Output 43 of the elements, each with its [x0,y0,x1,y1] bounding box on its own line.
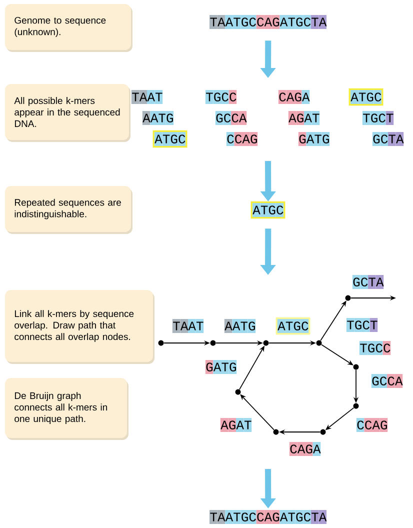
graph-vertex [263,340,269,346]
edge-label: TGCT [346,318,378,332]
sequence-strip: TAATGCCAGATGCTA [210,15,327,29]
edge-label: GCTA [352,275,384,289]
kmer-tile: TAAT [131,90,163,104]
sequence-strip: TAATGCCAGATGCTA [210,510,327,524]
kmer-tile: CAGA [278,90,310,104]
edge-label: AGAT [220,418,252,432]
kmer-tile: GCCA [215,111,247,125]
kmer-tile: ATGC [152,130,188,148]
kmer-tile: AGAT [288,111,320,125]
kmer-tile: TGCT [362,111,394,125]
graph-vertex [210,340,216,346]
graph-vertex [158,340,164,346]
note-box: Link all k-mers by sequence overlap. Draw path that connects all overlap nodes. [5,290,154,364]
graph-vertex [235,389,241,395]
node-label: TAATGCCAGATGCTA [210,512,327,522]
note-box: De Bruijn graph connects all k-mers in one unique path. [5,378,128,440]
graph-vertex [320,429,326,435]
kmer-tile: ATGC [348,88,384,106]
graph-vertex [273,429,279,435]
graph-vertex [316,340,322,346]
kmer-tile: ATGC [250,201,286,219]
note-box: Repeated sequences are indistinguishable. [5,186,132,234]
edge-label: TAAT [172,319,204,333]
edge-label: CAGA [289,442,321,456]
kmer-tile: GCTA [372,132,404,146]
graph-vertex [345,295,351,301]
edge-label: ATGC [276,317,310,335]
kmer-tile: CCAG [226,132,258,146]
graph-vertex [353,403,359,409]
note-box: All possible k-mers appear in the sequenced DNA. [5,84,130,142]
edge-label: TGCC [359,341,391,355]
node-label: TAATGCCAGATGCTA [210,18,327,26]
edge-label: CCAG [356,418,388,432]
edge-label: GATG [205,360,237,374]
note-box: Genome to sequence (unknown). [5,4,132,52]
kmer-tile: AATG [142,111,174,125]
edge-label: AATG [224,319,256,333]
edge-label: GCCA [371,374,403,388]
kmer-tile: GATG [298,132,330,146]
graph-vertex [353,364,359,370]
kmer-tile: TGCC [205,90,237,104]
